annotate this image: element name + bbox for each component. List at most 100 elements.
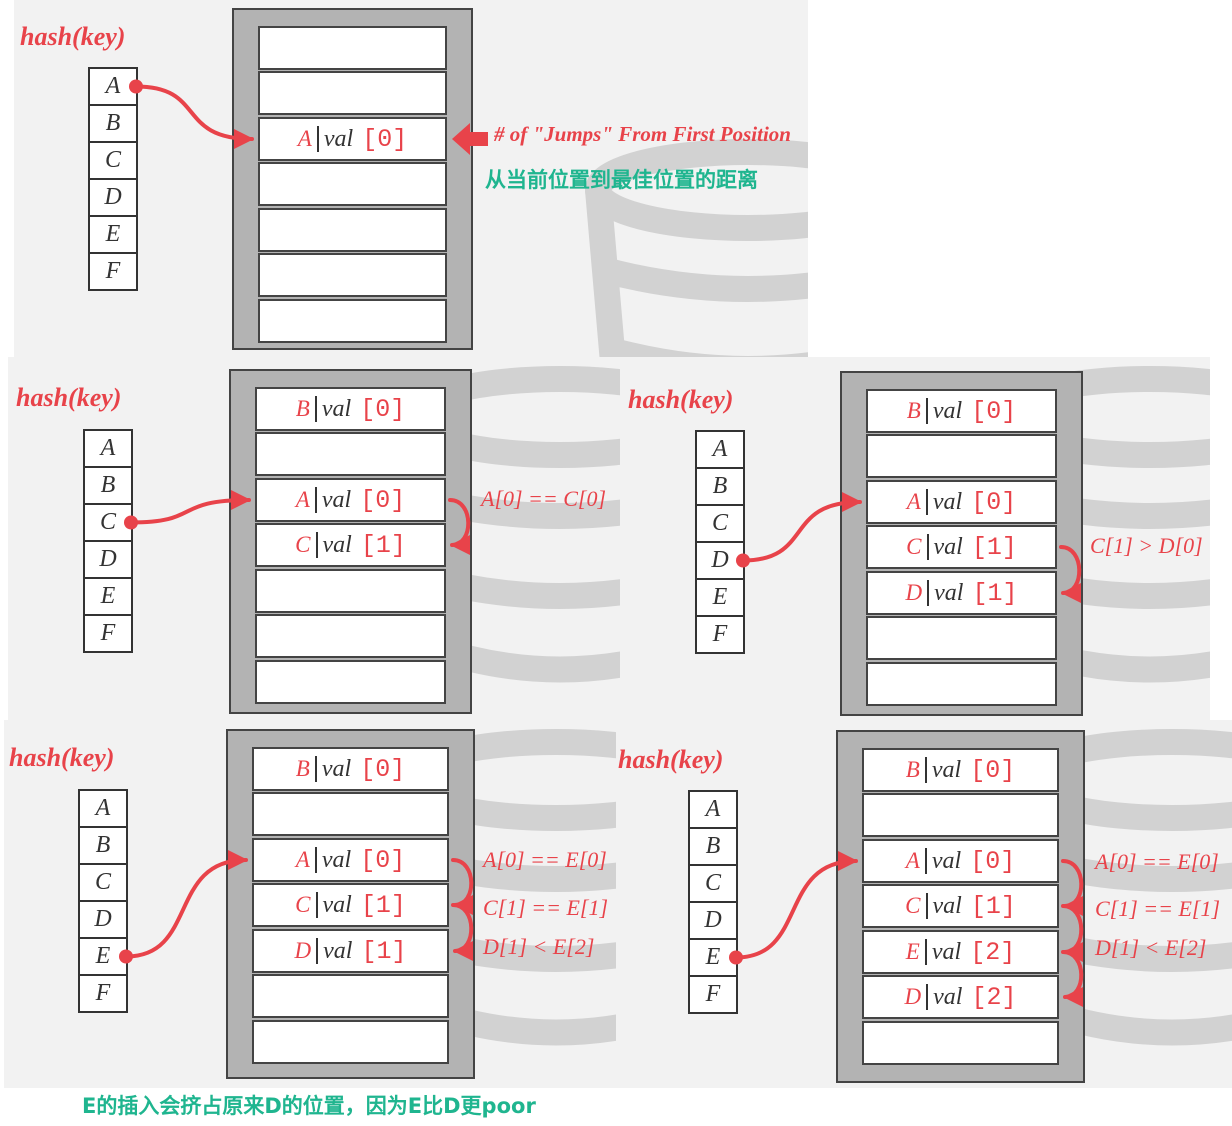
slot-value: val (323, 937, 353, 964)
slot-value: val (932, 488, 963, 515)
slot-key: A (295, 487, 310, 512)
slot-value: val (321, 395, 352, 422)
slot-empty (255, 614, 446, 658)
database-watermark-icon (585, 139, 808, 357)
slot-key: D (904, 984, 922, 1009)
key-cell: C (90, 143, 136, 180)
key-cell: A (85, 431, 131, 468)
key-cell: C (85, 505, 131, 542)
key-cell: B (80, 828, 126, 865)
slot-distance: [1] (361, 936, 407, 966)
slot-key: C (295, 532, 311, 557)
hash-key-label: hash(key) (628, 385, 734, 414)
slot-empty (866, 434, 1057, 478)
slot-empty (258, 208, 447, 252)
slot-value: val (322, 891, 352, 918)
comparison-note: D[1] < E[2] (483, 934, 595, 959)
key-cell: F (705, 981, 721, 1007)
key-cell: E (80, 939, 126, 976)
slot-empty (258, 253, 447, 297)
key-cell: C (690, 866, 736, 903)
key-cell: F (100, 620, 116, 646)
slot-key: D (294, 938, 312, 963)
slot-value: val (934, 579, 964, 606)
slot-distance: [2] (971, 982, 1017, 1012)
slot-empty (866, 616, 1057, 660)
separator (924, 848, 927, 874)
key-cell: C (697, 506, 743, 543)
slot-empty (862, 1021, 1059, 1065)
slot-value: val (321, 486, 352, 513)
slot-distance: [0] (360, 845, 406, 875)
slot-empty (862, 793, 1059, 837)
separator (925, 893, 928, 919)
separator (315, 532, 318, 558)
slot-value: val (932, 397, 963, 424)
slot-value: val (933, 983, 963, 1010)
slot-key: A (906, 489, 921, 514)
separator (315, 892, 318, 918)
slot-key: E (905, 939, 920, 964)
slot-distance: [0] (360, 485, 406, 515)
slot-key: A (297, 126, 312, 151)
key-cell: A (697, 432, 743, 469)
slot-value: val (932, 892, 962, 919)
slot-empty (255, 432, 446, 476)
key-cell: D (90, 180, 136, 217)
slot-distance: [1] (360, 890, 406, 920)
slot-distance: [0] (971, 487, 1017, 517)
hash-key-label: hash(key) (20, 22, 126, 51)
separator (314, 756, 317, 782)
comparison-note: A[0] == C[0] (481, 486, 607, 511)
separator (316, 126, 319, 152)
slot-empty (258, 162, 447, 206)
slot-key: A (295, 847, 310, 872)
slot-key: A (905, 848, 920, 873)
slot-key: B (905, 757, 920, 782)
key-cell: D (690, 903, 736, 940)
key-cell: A (80, 791, 126, 828)
separator (925, 489, 928, 515)
comparison-note: C[1] == E[1] (1095, 896, 1221, 921)
slot-distance: [0] (970, 846, 1016, 876)
slot-distance: [1] (360, 530, 406, 560)
slot-value: val (323, 125, 354, 152)
separator (927, 580, 930, 606)
slot-distance: [2] (970, 937, 1016, 967)
comparison-note: C[1] > D[0] (1090, 533, 1203, 558)
key-cell: F (95, 980, 111, 1006)
comparison-note: A[0] == E[0] (1095, 849, 1219, 874)
slot-key: B (295, 396, 310, 421)
key-cell: B (85, 468, 131, 505)
key-cell: B (697, 469, 743, 506)
slot-empty (252, 1020, 449, 1064)
slot-distance: [1] (970, 891, 1016, 921)
slot-key: B (295, 756, 310, 781)
slot-key: C (906, 534, 922, 559)
separator (926, 984, 929, 1010)
comparison-note: C[1] == E[1] (483, 895, 609, 920)
slot-value: val (321, 846, 352, 873)
slot-distance: [1] (972, 578, 1018, 608)
hash-key-label: hash(key) (16, 383, 122, 412)
separator (314, 847, 317, 873)
hash-key-label: hash(key) (618, 745, 724, 774)
key-cell: D (85, 542, 131, 579)
slot-value: val (321, 755, 352, 782)
